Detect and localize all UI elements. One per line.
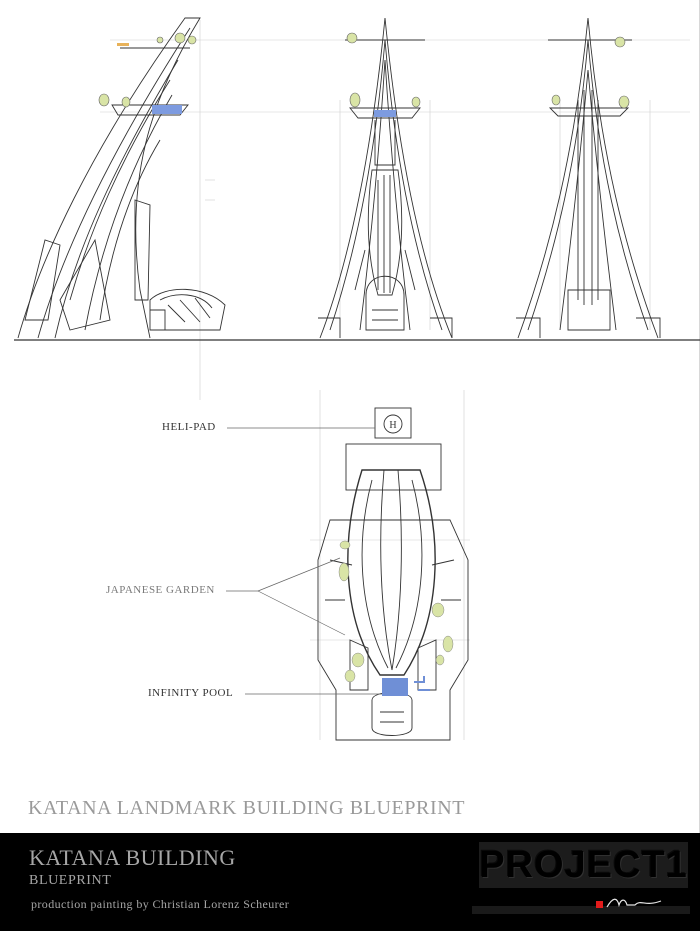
side-elevation bbox=[17, 17, 226, 339]
plan-pool bbox=[382, 678, 408, 696]
plan-foliage bbox=[338, 540, 454, 683]
project1-logo: PROJECT1 bbox=[479, 842, 688, 888]
sheet-title: KATANA LANDMARK BUILDING BLUEPRINT bbox=[28, 797, 466, 819]
plan-pool-tap bbox=[414, 676, 430, 691]
blueprint-sheet: H HELI-PAD JAPANESE GARDEN INFINITY POOL… bbox=[14, 0, 700, 833]
footer-credit: production painting by Christian Lorenz … bbox=[31, 897, 290, 911]
side-pool bbox=[152, 105, 182, 114]
helipad-marker: H bbox=[389, 420, 396, 431]
signature-icon bbox=[606, 898, 662, 908]
callout-helipad: HELI-PAD bbox=[162, 421, 216, 433]
side-accent bbox=[117, 43, 129, 46]
project1-logo-text: PROJECT1 bbox=[479, 844, 688, 886]
footer-bar: KATANA BUILDING BLUEPRINT production pai… bbox=[0, 833, 700, 931]
callout-leaders bbox=[226, 427, 382, 695]
front-elevation bbox=[318, 17, 453, 339]
blueprint-drawing: H bbox=[14, 17, 700, 741]
side-foliage bbox=[98, 32, 197, 108]
front-foliage bbox=[346, 32, 421, 108]
callout-japanese-garden: JAPANESE GARDEN bbox=[106, 584, 215, 596]
back-foliage bbox=[551, 36, 630, 109]
red-square-mark bbox=[596, 901, 603, 908]
back-elevation bbox=[516, 17, 661, 339]
logo-underline-bar bbox=[472, 906, 690, 914]
front-pool bbox=[374, 110, 396, 117]
footer-title: KATANA BUILDING bbox=[29, 845, 236, 870]
footer-subtitle: BLUEPRINT bbox=[29, 873, 112, 888]
callout-infinity-pool: INFINITY POOL bbox=[148, 687, 234, 699]
helipad-circle bbox=[383, 414, 403, 434]
